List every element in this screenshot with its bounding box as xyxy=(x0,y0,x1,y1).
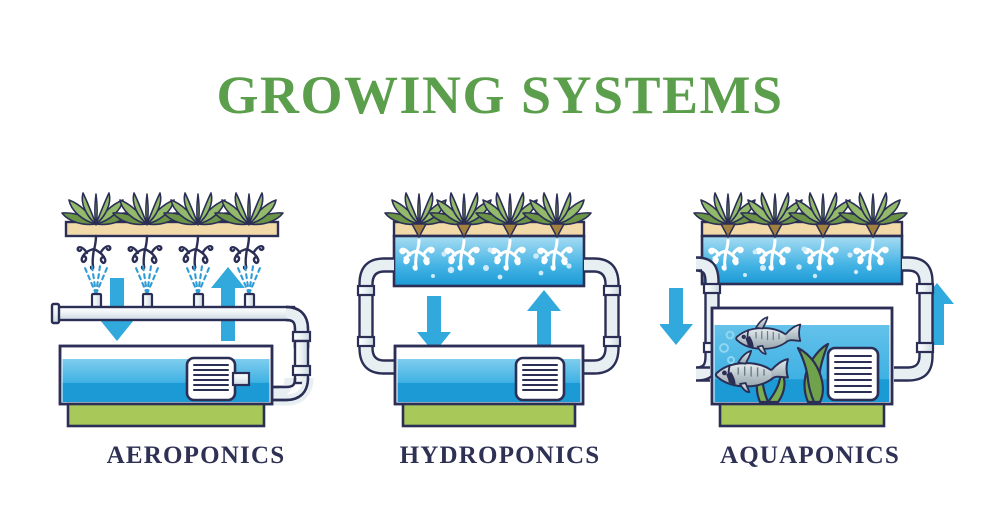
page-title: GROWING SYSTEMS xyxy=(216,65,784,125)
aqua-tank-bubbles xyxy=(719,330,735,364)
aqua-down-flow-arrow xyxy=(660,288,693,345)
panel-aquaponics[interactable]: AQUAPONICS xyxy=(660,180,960,470)
hydro-up-flow-arrow xyxy=(527,290,561,353)
hydro-right-pipe xyxy=(578,257,622,375)
hydro-down-flow-arrow xyxy=(417,296,451,353)
label-hydroponics: HYDROPONICS xyxy=(399,442,601,469)
hydro-left-pipe xyxy=(356,257,400,375)
hydro-base-platform xyxy=(401,402,577,428)
aqua-stem-plugs xyxy=(719,223,882,239)
aero-base-platform xyxy=(66,402,266,428)
aero-plants xyxy=(61,192,284,226)
panel-hydroponics[interactable]: HYDROPONICS xyxy=(350,180,650,470)
aero-up-flow-arrow xyxy=(211,267,245,341)
hydro-stem-plugs xyxy=(410,223,566,239)
aquaponics-illustration xyxy=(660,180,960,430)
aqua-tray-bubbles xyxy=(743,246,859,279)
aero-pump-unit xyxy=(185,356,251,402)
aero-exposed-roots xyxy=(76,234,265,271)
hydro-plants xyxy=(384,192,592,226)
aqua-base-platform xyxy=(718,402,886,428)
hydroponics-illustration xyxy=(350,180,650,430)
panel-aeroponics[interactable]: AEROPONICS xyxy=(46,180,346,470)
aqua-pump-unit xyxy=(826,346,880,402)
label-aeroponics: AEROPONICS xyxy=(106,442,286,469)
aeroponics-illustration xyxy=(46,180,346,430)
aqua-plants xyxy=(693,192,908,226)
hydro-pump-unit xyxy=(514,356,566,402)
label-aquaponics: AQUAPONICS xyxy=(719,442,901,469)
aero-supply-pipe xyxy=(50,302,314,406)
hydro-bubbles xyxy=(431,247,572,280)
aqua-right-pipe xyxy=(894,256,935,382)
aero-plant-tray xyxy=(64,220,280,238)
